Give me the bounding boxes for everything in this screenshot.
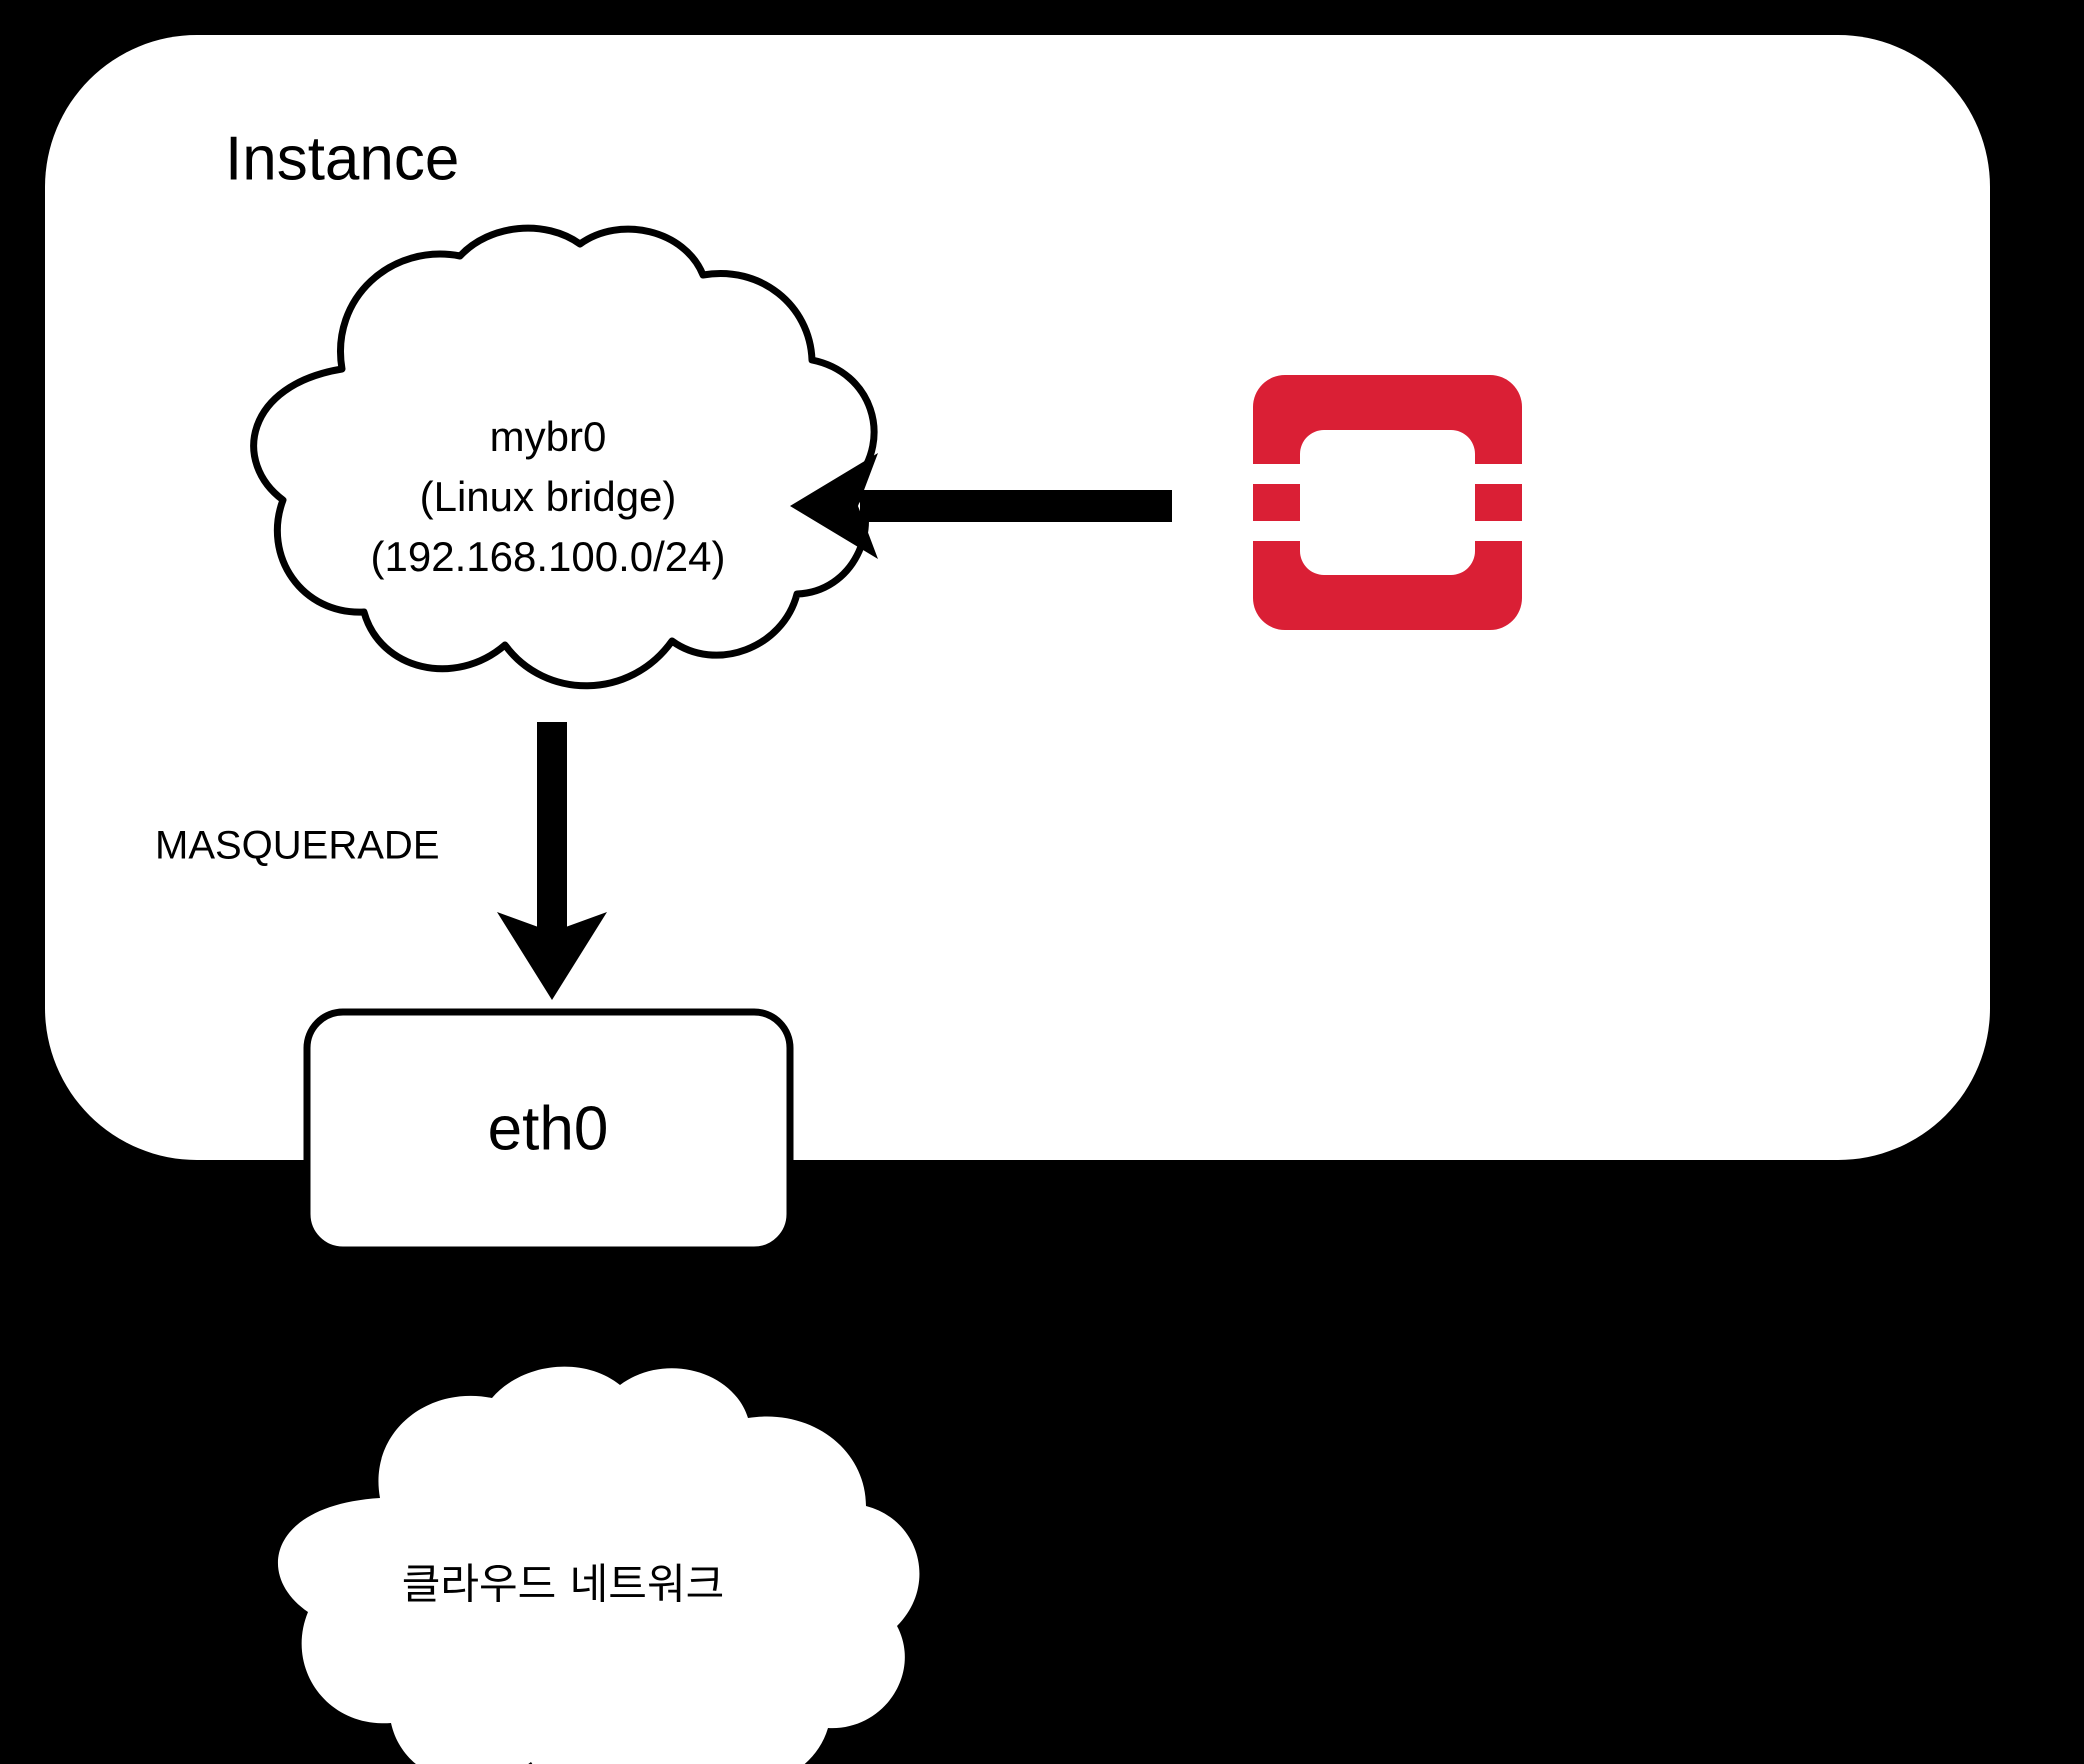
eth0-box <box>303 1008 794 1254</box>
cloud-network-shape <box>277 1366 920 1764</box>
page-title: Instance <box>225 124 459 193</box>
bridge-cloud-subnet: (192.168.100.0/24) <box>371 533 726 580</box>
bridge-cloud-name: mybr0 <box>490 413 607 460</box>
masquerade-label: MASQUERADE <box>155 824 440 868</box>
logo-to-bridge-arrow <box>790 453 1172 559</box>
openstack-logo-icon <box>1247 375 1528 630</box>
bridge-to-eth0-arrow <box>497 722 607 1000</box>
cloud-network-label: 클라우드 네트워크 <box>402 1560 724 1609</box>
bridge-cloud-shape <box>250 224 878 690</box>
eth0-label: eth0 <box>488 1094 609 1163</box>
bridge-cloud-kind: (Linux bridge) <box>420 473 677 520</box>
